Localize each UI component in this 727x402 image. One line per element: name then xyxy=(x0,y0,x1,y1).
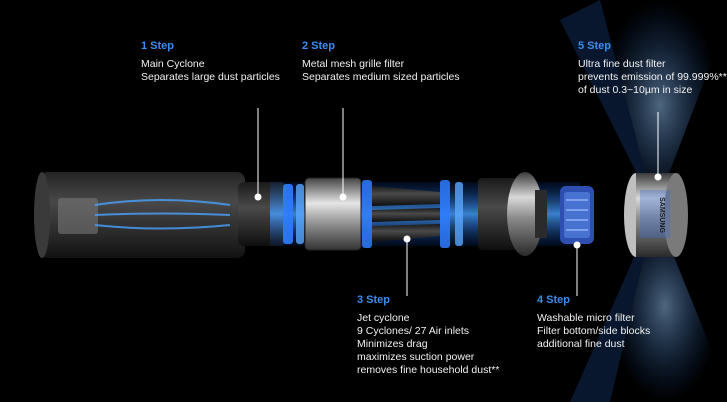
jet-cyclone xyxy=(372,186,440,242)
leader-dot-2 xyxy=(339,193,347,201)
airflow-rings xyxy=(283,180,463,248)
step-3-title: 3 Step xyxy=(357,294,391,306)
step-3-line: Minimizes drag xyxy=(357,338,428,350)
step-5-title: 5 Step xyxy=(578,40,612,52)
step-5-line: prevents emission of 99.999%** xyxy=(578,71,727,83)
step-4-line: additional fine dust xyxy=(537,338,625,350)
step-1-label: 1 Step Main Cyclone Separates large dust… xyxy=(141,40,280,84)
dust-bin xyxy=(34,172,245,258)
step-4-title: 4 Step xyxy=(537,294,571,306)
leader-dots xyxy=(254,173,662,249)
step-2-line: Metal mesh grille filter xyxy=(302,58,405,70)
step-3-line: Jet cyclone xyxy=(357,312,410,324)
mesh-grille-filter xyxy=(304,177,362,251)
brand-text: SAMSUNG xyxy=(658,197,665,233)
exhaust-cap: SAMSUNG xyxy=(624,173,688,257)
step-4-line: Filter bottom/side blocks xyxy=(537,325,651,337)
micro-filter xyxy=(560,186,594,244)
step-1-line: Separates large dust particles xyxy=(141,71,280,83)
step-4-line: Washable micro filter xyxy=(537,312,635,324)
step-2-label: 2 Step Metal mesh grille filter Separate… xyxy=(302,40,460,84)
step-3-line: removes fine household dust** xyxy=(357,364,500,376)
step-4-label: 4 Step Washable micro filter Filter bott… xyxy=(537,294,650,351)
step-3-label: 3 Step Jet cyclone 9 Cyclones/ 27 Air in… xyxy=(357,294,499,377)
step-5-line: of dust 0.3~10µm in size xyxy=(578,84,693,96)
step-3-line: 9 Cyclones/ 27 Air inlets xyxy=(357,325,470,337)
leader-dot-5 xyxy=(654,173,662,181)
leader-lines xyxy=(257,108,659,296)
exhaust-airflow xyxy=(560,0,720,402)
step-2-line: Separates medium sized particles xyxy=(302,71,460,83)
leader-dot-1 xyxy=(254,193,262,201)
step-2-title: 2 Step xyxy=(302,40,336,52)
leader-dot-3 xyxy=(403,235,411,243)
step-5-label: 5 Step Ultra fine dust filter prevents e… xyxy=(578,40,727,97)
step-5-line: Ultra fine dust filter xyxy=(578,58,666,70)
step-3-line: maximizes suction power xyxy=(357,351,475,363)
motor-section xyxy=(478,172,547,256)
step-1-title: 1 Step xyxy=(141,40,175,52)
step-1-line: Main Cyclone xyxy=(141,58,205,70)
leader-dot-4 xyxy=(573,241,581,249)
